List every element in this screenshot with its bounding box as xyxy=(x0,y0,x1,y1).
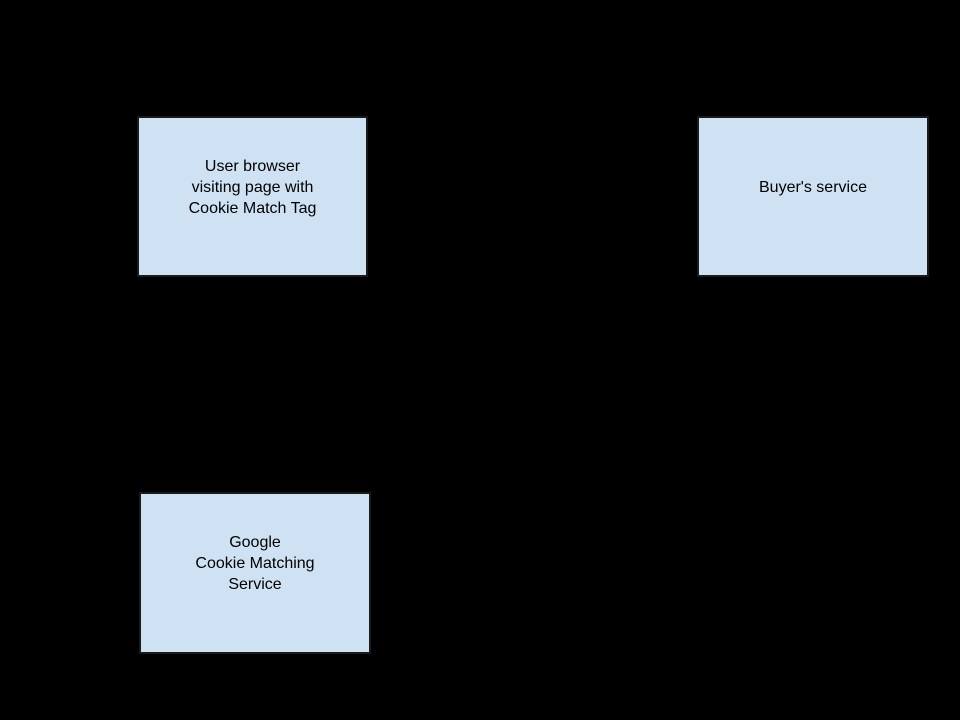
node-label-line: Cookie Match Tag xyxy=(188,199,317,217)
node-label-line: visiting page with xyxy=(191,178,314,196)
node-label-line: Service xyxy=(228,576,282,593)
node-label-line: Google xyxy=(229,534,281,551)
node-buyers-service: Buyer's service xyxy=(697,116,929,277)
node-label-line: User browser xyxy=(204,157,301,175)
node-label-line: Buyer's service xyxy=(759,178,867,196)
node-user-browser: User browser visiting page with Cookie M… xyxy=(137,116,368,277)
node-google-cookie-matching-service: Google Cookie Matching Service xyxy=(139,492,371,654)
node-label-line: Cookie Matching xyxy=(195,555,315,572)
